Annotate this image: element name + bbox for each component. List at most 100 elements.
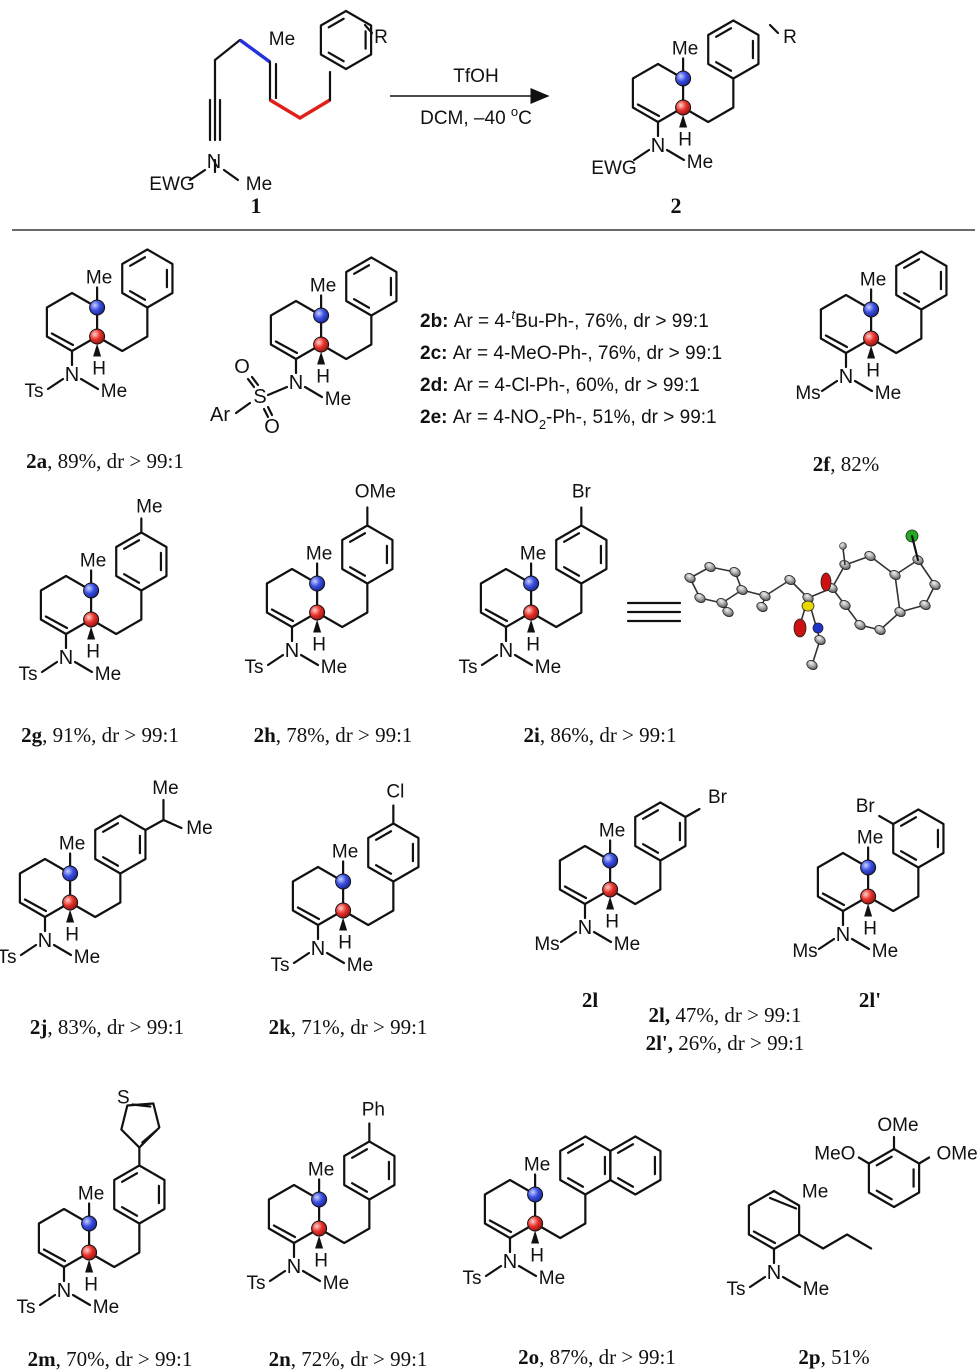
substituent-label: Me [152, 778, 178, 799]
bond [642, 809, 660, 820]
bond [325, 951, 346, 965]
benzene-ring [115, 531, 168, 592]
red-stereocenter [527, 1215, 544, 1232]
compound-yield: 47%, dr > 99:1 [670, 1003, 801, 1027]
ortep-atom [729, 567, 741, 577]
ortep-bond [894, 574, 901, 613]
bond [665, 148, 686, 162]
bond [484, 1264, 503, 1278]
red-stereocenter [860, 888, 877, 905]
atom-label: R [783, 27, 797, 48]
bond [559, 930, 578, 944]
nitrogen-label: N [503, 1251, 517, 1273]
atom-label: Me [269, 29, 295, 50]
benzene-ring [113, 1164, 166, 1225]
cyclohexane-ring [534, 1193, 587, 1240]
bond [617, 1177, 635, 1188]
bond [246, 377, 256, 389]
methyl-label: Me [310, 276, 336, 297]
bond [351, 1148, 369, 1159]
bond [353, 298, 371, 309]
bond [567, 1177, 585, 1188]
ortep-atom [806, 660, 818, 670]
bond [850, 937, 871, 951]
variant-text: Ar = 4-NO [453, 407, 539, 428]
atom-label: Me [803, 1279, 829, 1300]
cyclohexene-ring [479, 567, 533, 629]
bond [42, 1248, 67, 1263]
benzene-ring [367, 822, 420, 883]
methyl-label: Me [86, 268, 112, 289]
hydrogen-label: H [86, 642, 100, 663]
bond [121, 1172, 139, 1183]
compound-yield: , 82% [830, 452, 879, 476]
variant-sub: 2 [539, 417, 546, 432]
ortep-atom [694, 593, 706, 603]
aryl-variant-row: 2b: Ar = 4-tBu-Ph-, 76%, dr > 99:1 [420, 307, 709, 332]
ortep-atom [756, 602, 768, 612]
bond [768, 23, 780, 35]
cyclohexane-ring [342, 880, 395, 927]
blue-stereocenter [527, 1186, 544, 1203]
benzene-ring [707, 19, 760, 80]
substituent-label: Br [708, 787, 728, 808]
ortep-atom [864, 551, 876, 561]
blue-stereocenter [863, 301, 880, 318]
methyl-label: Me [802, 1182, 828, 1203]
cyclohexane-ring [69, 872, 122, 919]
methyl-label: Me [860, 270, 886, 291]
aryl-variant-list: 2b: Ar = 4-tBu-Ph-, 76%, dr > 99:12c: Ar… [420, 307, 722, 432]
ortep-atom [704, 562, 716, 572]
bond [567, 1143, 585, 1154]
bond [820, 379, 839, 393]
bond [903, 258, 921, 269]
bond [900, 850, 918, 861]
nitrogen-label: N [499, 640, 513, 662]
substituent-label: Me [186, 818, 212, 839]
bond [270, 608, 295, 623]
benzene-ring [319, 9, 373, 71]
benzene-ring [559, 1135, 612, 1196]
wedge-bond [315, 1235, 324, 1249]
nitrogen-label: N [59, 647, 73, 669]
wedge-bond [531, 1230, 540, 1244]
blue-stereocenter [313, 307, 330, 324]
blue-stereocenter [309, 575, 326, 592]
cyclohexene-ring [558, 844, 612, 906]
bond [349, 532, 367, 543]
cyclohexene-ring [816, 851, 870, 913]
compound-yield: , 70%, dr > 99:1 [56, 1347, 193, 1371]
bond [40, 660, 59, 674]
compound-id: 2l', [646, 1031, 673, 1055]
n-protecting-group-label: Ms [534, 934, 559, 955]
bond [102, 856, 120, 867]
variant-id: 2d: [420, 375, 454, 396]
n-methyl-label: Me [93, 1297, 119, 1318]
wedge-bond [93, 343, 102, 357]
red-stereocenter [89, 328, 106, 345]
methyl-label: Me [599, 821, 625, 842]
nitrogen-label: N [285, 640, 299, 662]
hydrogen-label: H [65, 925, 79, 946]
bond [19, 943, 38, 957]
sulfur-label: S [117, 1088, 130, 1109]
xray-ortep-structure [684, 529, 941, 670]
blue-stereocenter [83, 582, 100, 599]
n-protecting-group-label: Ts [0, 947, 17, 968]
benzene-ring [609, 1135, 662, 1196]
ortep-oxygen [820, 572, 832, 592]
aryl-label: Ar [210, 404, 230, 426]
blue-bond [238, 38, 272, 64]
nitrogen-label: N [311, 938, 325, 960]
wedge-bond [867, 345, 876, 359]
bond [878, 814, 895, 826]
bond [46, 377, 65, 391]
compound-id: 2a [26, 449, 48, 473]
substituent-label: Br [856, 796, 876, 817]
bond [781, 1275, 802, 1289]
bond [853, 379, 874, 393]
methyl-label: Me [857, 828, 883, 849]
